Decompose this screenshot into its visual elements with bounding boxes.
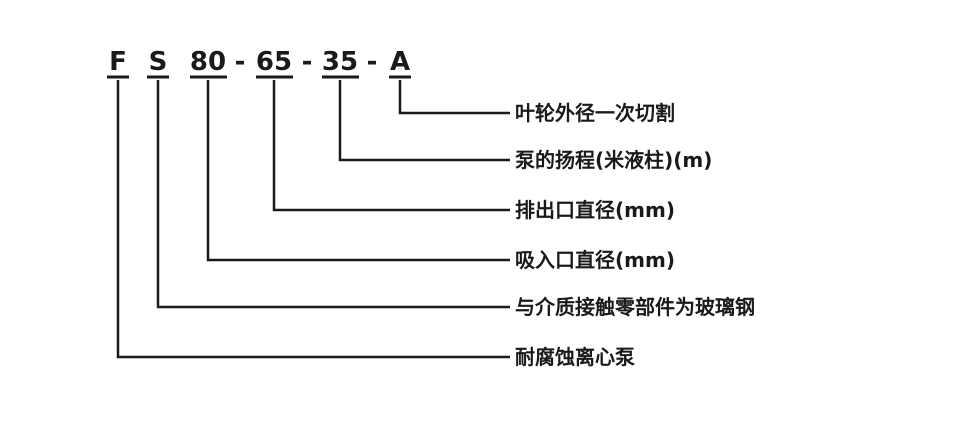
description-outlet: 排出口直径(mm) — [515, 198, 675, 222]
code-segment-head: 35 — [322, 47, 358, 77]
code-segment-outlet: 65 — [256, 47, 292, 77]
leader-line-head — [338, 80, 510, 162]
descriptions: 叶轮外径一次切割 泵的扬程(米液柱)(m) 排出口直径(mm) 吸入口直径(mm… — [515, 101, 755, 369]
leader-line-outlet — [272, 80, 510, 212]
code-segment-type: F — [109, 47, 127, 77]
description-impeller: 叶轮外径一次切割 — [515, 101, 675, 125]
leader-line-impeller — [398, 80, 510, 115]
code-segment-inlet: 80 — [190, 47, 226, 77]
description-type: 耐腐蚀离心泵 — [515, 345, 635, 369]
code-segment-material: S — [149, 47, 168, 77]
code-separator: - — [367, 47, 378, 77]
code-separator: - — [302, 47, 313, 77]
description-head: 泵的扬程(米液柱)(m) — [515, 148, 712, 172]
leader-lines — [116, 80, 510, 359]
description-material: 与介质接触零部件为玻璃钢 — [515, 295, 755, 319]
description-inlet: 吸入口直径(mm) — [515, 248, 675, 272]
leader-line-type — [116, 80, 510, 359]
code-separator: - — [235, 47, 246, 77]
leader-line-material — [156, 80, 510, 309]
code-segment-impeller: A — [390, 47, 410, 77]
leader-line-inlet — [206, 80, 510, 262]
code-row: F S 80 - 65 - 35 - A — [109, 47, 410, 77]
